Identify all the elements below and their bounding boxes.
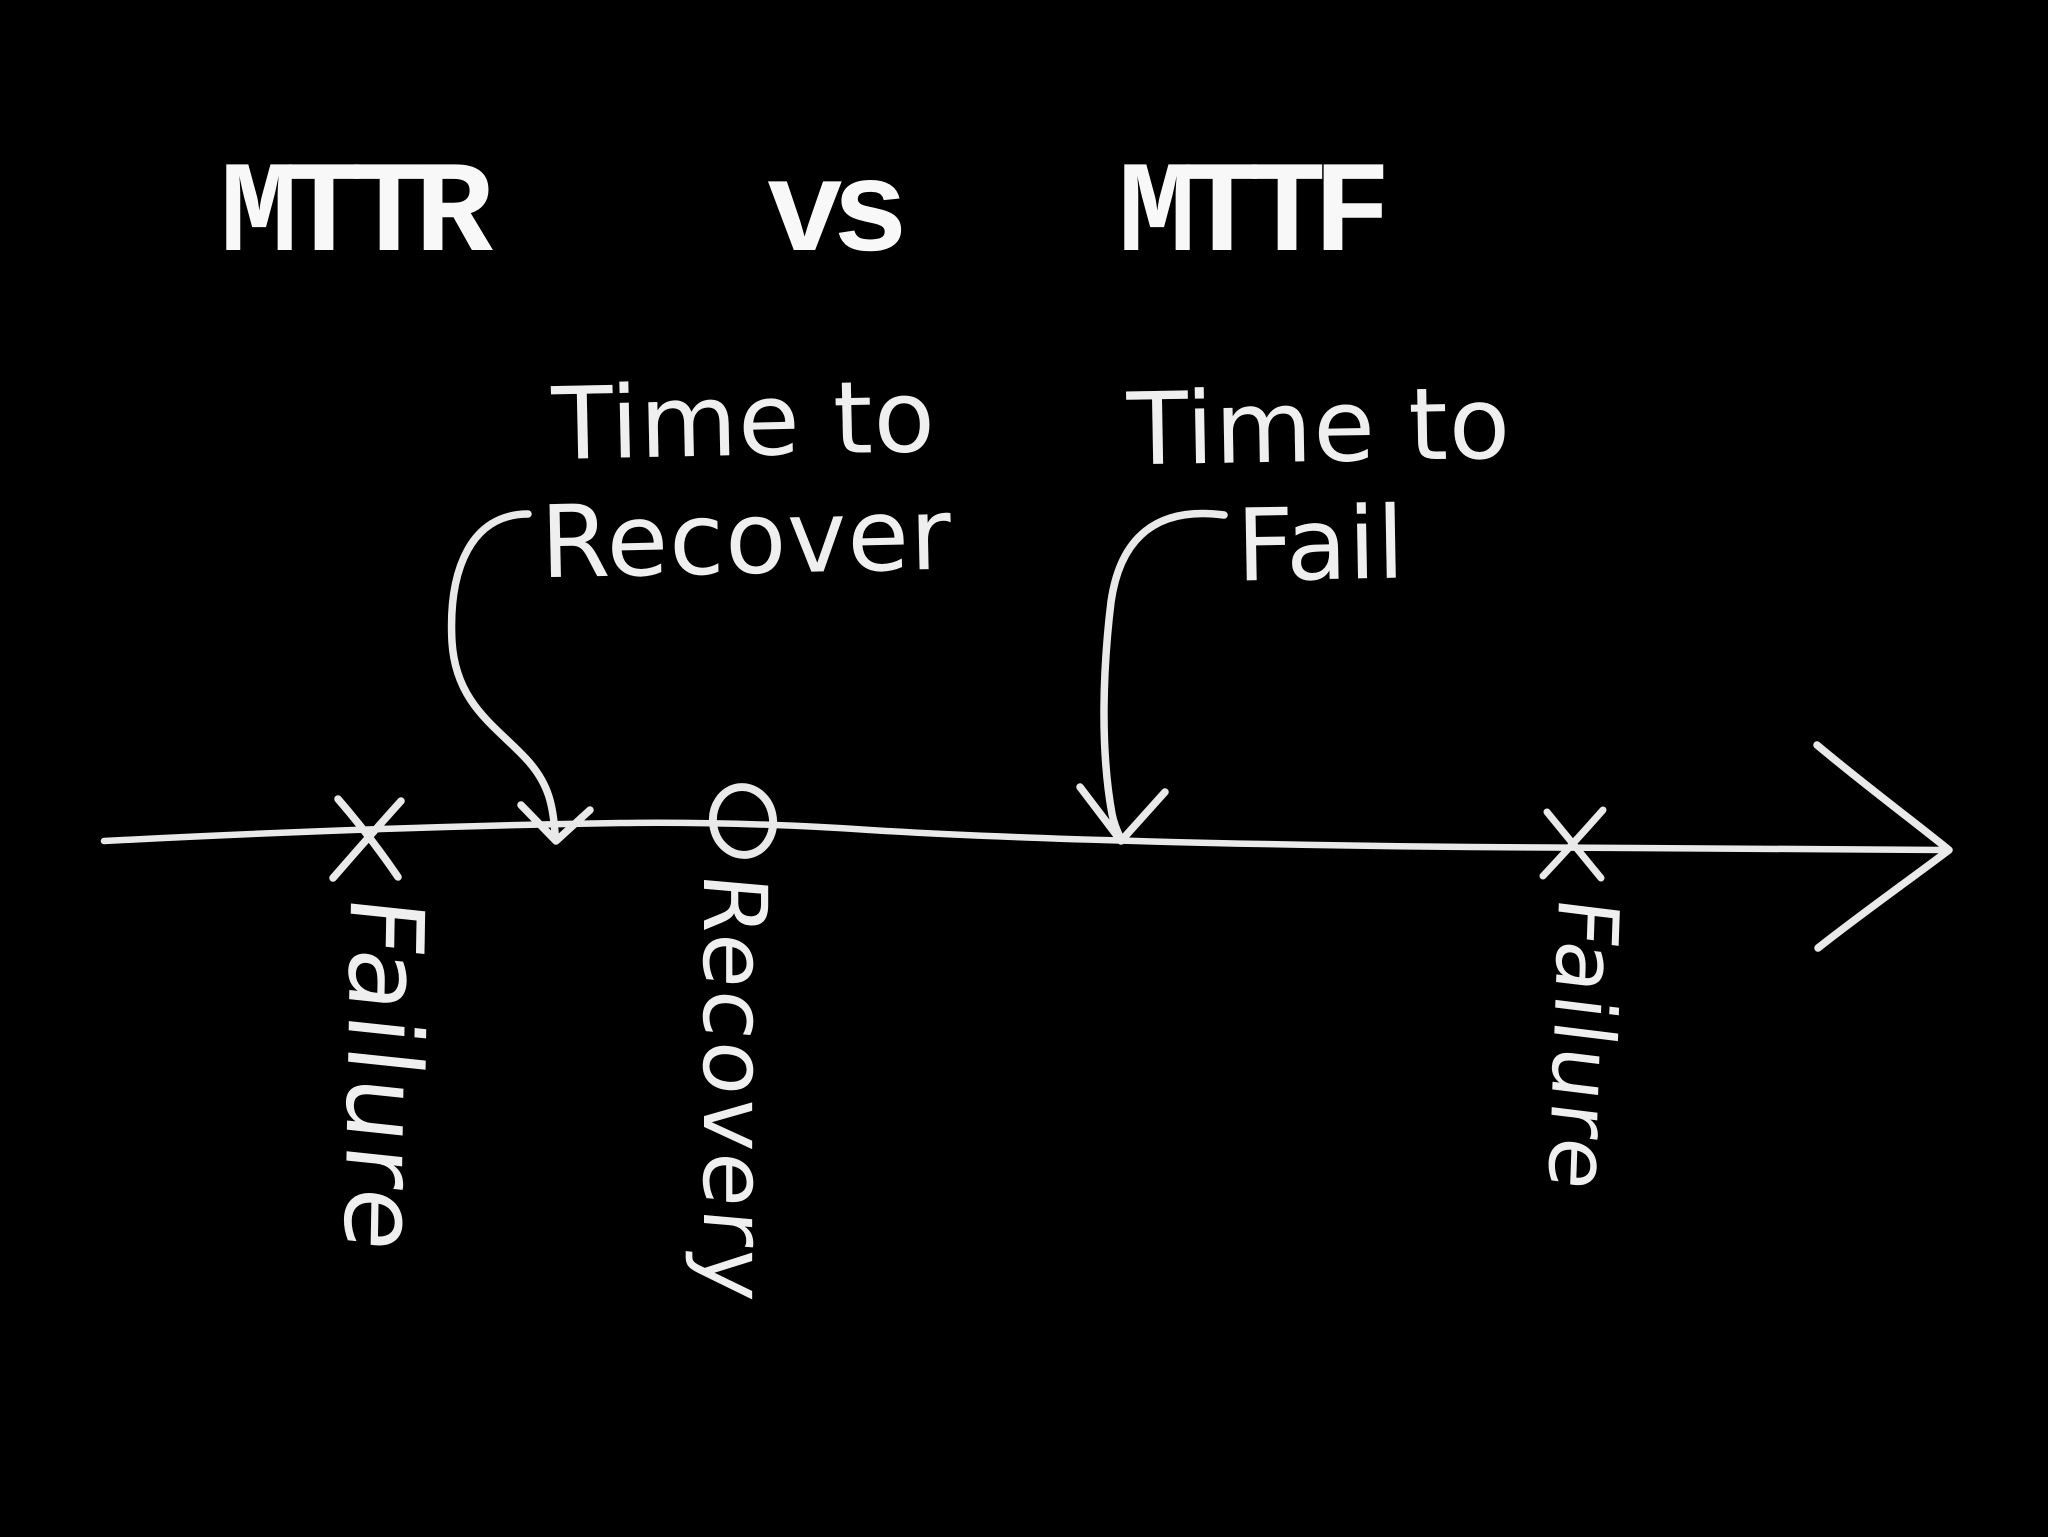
failure-label-left: Failure	[320, 891, 445, 1260]
time-to-fail-line1: Time to	[1126, 364, 1512, 489]
recovery-label: Recovery	[683, 870, 786, 1308]
time-to-fail-callout: Time to Fail	[1118, 365, 1522, 608]
time-to-fail-line2: Fail	[1235, 484, 1407, 605]
time-to-recover-callout: Time to Recover	[503, 357, 988, 603]
time-to-recover-arrow	[447, 510, 594, 845]
timeline-axis-line	[100, 819, 1948, 854]
title-mttr: MTTR	[220, 143, 493, 290]
title-mttf: MTTF	[1118, 143, 1391, 290]
title-vs: vs	[766, 143, 909, 290]
time-to-recover-line2: Recover	[539, 475, 954, 602]
recovery-label-text: Recovery	[683, 869, 786, 1308]
failure-label-right-text: Failure	[1528, 892, 1637, 1199]
failure-x-marker-right	[1539, 806, 1607, 882]
recovery-o-marker	[708, 783, 778, 859]
time-to-fail-arrow	[1076, 509, 1228, 845]
time-to-recover-line1: Time to	[550, 358, 937, 484]
failure-label-right: Failure	[1529, 893, 1637, 1199]
failure-x-marker-left	[329, 795, 405, 882]
timeline-arrowhead-icon	[1813, 741, 1953, 952]
failure-label-left-text: Failure	[319, 890, 445, 1261]
